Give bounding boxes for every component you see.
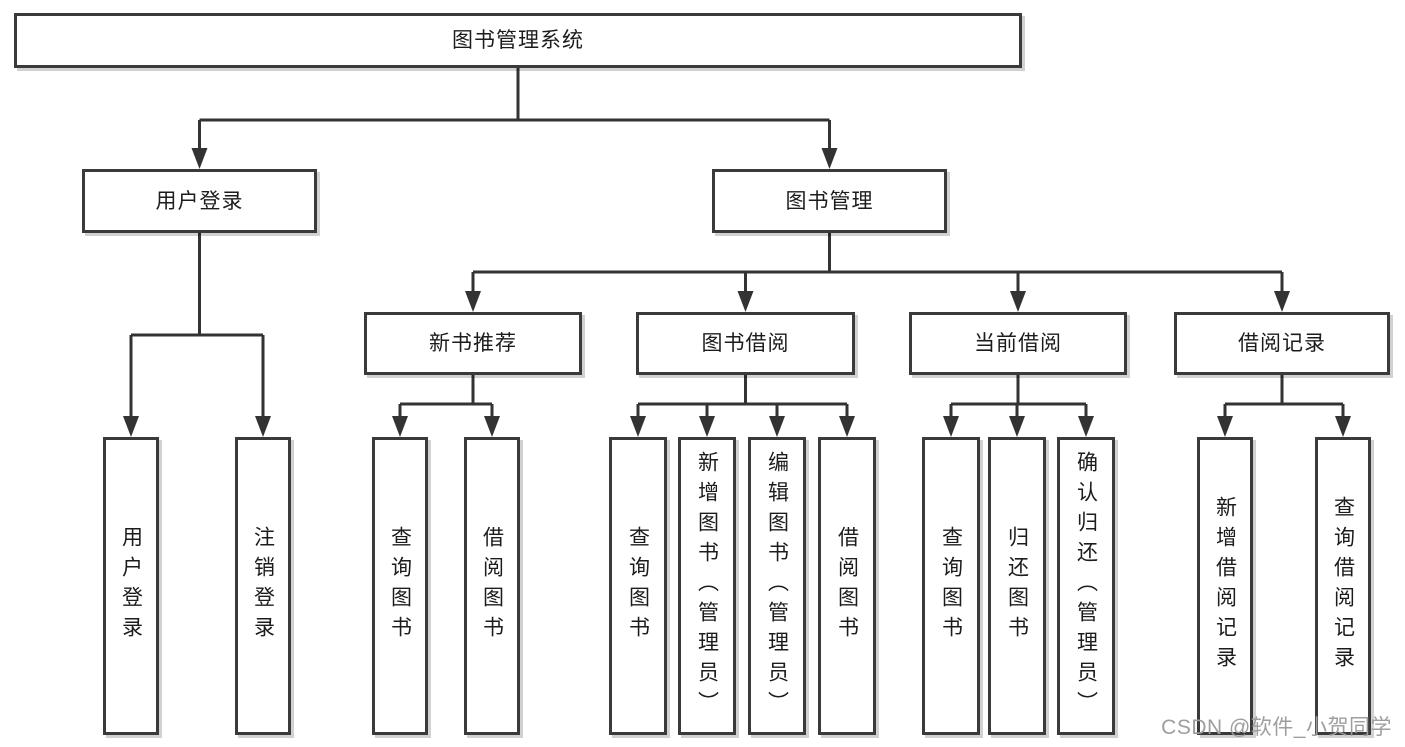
node-records: 借阅记录 [1174, 312, 1390, 375]
node-borrow: 图书借阅 [636, 312, 855, 375]
arrowhead-icon [821, 148, 838, 169]
node-nb-query: 查询图书 [372, 437, 428, 735]
node-bw-query: 查询图书 [609, 437, 667, 735]
arrowhead-icon [839, 416, 855, 437]
node-bw-borrow: 借阅图书 [818, 437, 876, 735]
arrowhead-icon [1274, 291, 1290, 312]
node-bw-edit: 编辑图书（管理员） [748, 437, 806, 735]
watermark: CSDN @软件_小贺同学 [1161, 716, 1392, 739]
arrowhead-icon [737, 291, 754, 312]
node-cur-confirm: 确认归还（管理员） [1057, 437, 1115, 735]
arrowhead-icon [769, 416, 785, 437]
node-current: 当前借阅 [909, 312, 1127, 375]
arrowhead-icon [1335, 416, 1351, 437]
arrowhead-icon [630, 416, 646, 437]
node-login: 用户登录 [82, 169, 317, 233]
arrowhead-icon [484, 416, 500, 437]
node-logout-v: 注销登录 [235, 437, 291, 735]
node-root: 图书管理系统 [14, 13, 1022, 68]
arrowhead-icon [1217, 416, 1233, 437]
arrowhead-icon [392, 416, 408, 437]
node-bookmgmt: 图书管理 [712, 169, 947, 233]
arrowhead-icon [465, 291, 481, 312]
arrowhead-icon [1078, 416, 1094, 437]
node-login-v: 用户登录 [103, 437, 159, 735]
arrowhead-icon [191, 148, 208, 169]
node-bw-add: 新增图书（管理员） [678, 437, 736, 735]
node-newbook: 新书推荐 [364, 312, 582, 375]
node-cur-return: 归还图书 [988, 437, 1046, 735]
arrowhead-icon [255, 416, 271, 437]
arrowhead-icon [943, 416, 959, 437]
node-rec-add: 新增借阅记录 [1197, 437, 1253, 735]
arrowhead-icon [1009, 416, 1025, 437]
node-cur-query: 查询图书 [922, 437, 980, 735]
node-nb-borrow: 借阅图书 [464, 437, 520, 735]
node-rec-query: 查询借阅记录 [1315, 437, 1371, 735]
arrowhead-icon [699, 416, 715, 437]
arrowhead-icon [123, 416, 139, 437]
arrowhead-icon [1010, 291, 1026, 312]
